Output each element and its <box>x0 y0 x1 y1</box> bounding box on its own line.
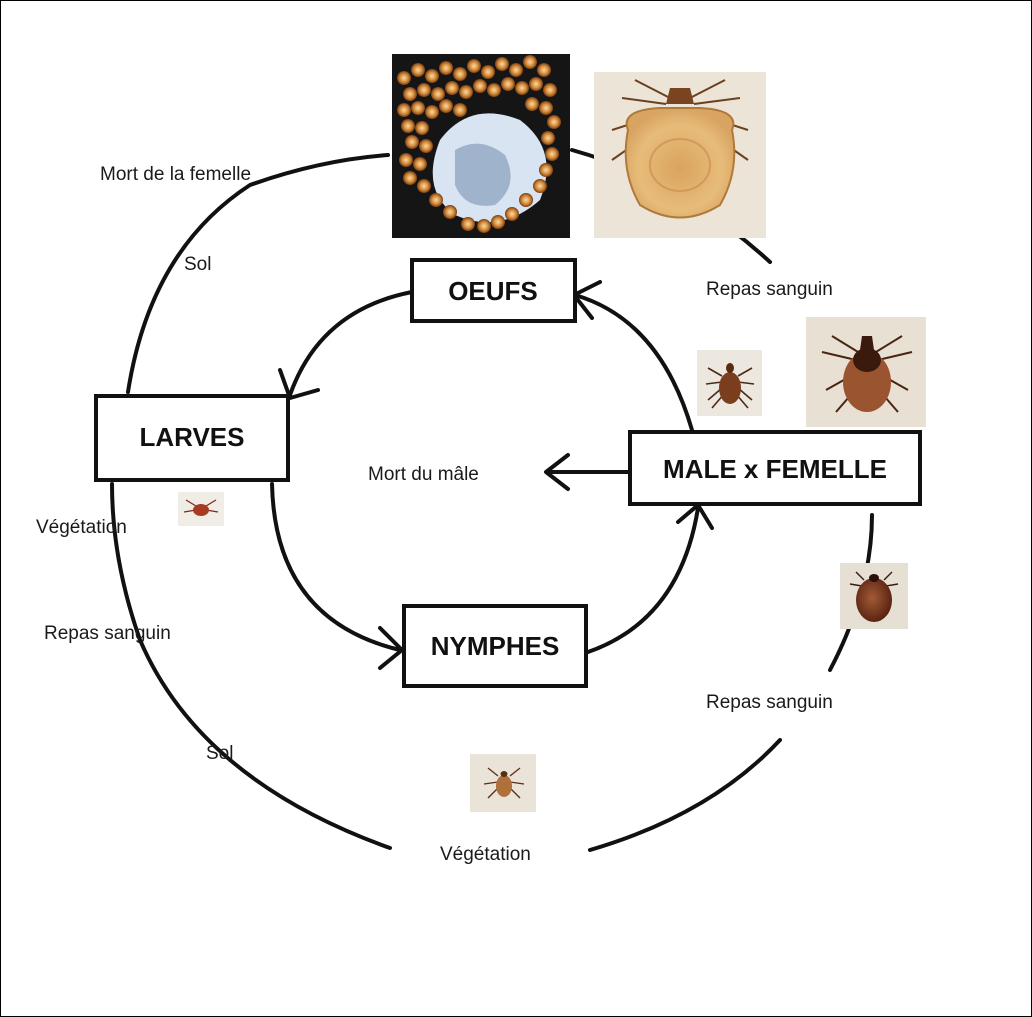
label-mort-femelle: Mort de la femelle <box>100 164 251 185</box>
label-vegetation-left: Végétation <box>36 517 127 538</box>
stage-nymphes: NYMPHES <box>404 606 586 686</box>
stage-adultes: MALE x FEMELLE <box>630 432 920 504</box>
label-sol-bottom: Sol <box>206 743 233 764</box>
arrow-oeufs-to-larves <box>290 292 412 395</box>
label-vegetation-bottom: Végétation <box>440 844 531 865</box>
outer-arc-left <box>112 484 390 848</box>
stage-adultes-label: MALE x FEMELLE <box>663 454 887 484</box>
nymph-tick-photo <box>470 754 536 812</box>
stage-larves-label: LARVES <box>140 422 245 452</box>
male-tick-photo <box>697 350 762 416</box>
outer-arc-bottom-right <box>590 740 780 850</box>
larva-tick-photo <box>178 492 224 526</box>
label-sol-top: Sol <box>184 254 211 275</box>
label-mort-male: Mort du mâle <box>368 464 479 485</box>
eggs-photo <box>392 54 570 238</box>
arrow-larves-to-nymphes <box>272 484 400 650</box>
engorged-nymph-photo <box>840 563 908 629</box>
stage-oeufs-label: OEUFS <box>448 276 538 306</box>
female-tick-photo <box>806 317 926 427</box>
stage-nymphes-label: NYMPHES <box>431 631 560 661</box>
stage-larves: LARVES <box>96 396 288 480</box>
label-repas-left: Repas sanguin <box>44 623 171 644</box>
arrow-nymphes-to-adultes <box>588 508 698 652</box>
engorged-female-photo <box>594 72 766 238</box>
arrow-adultes-to-oeufs <box>575 295 692 430</box>
label-repas-right-top: Repas sanguin <box>706 279 833 300</box>
label-repas-right-bottom: Repas sanguin <box>706 692 833 713</box>
outer-arc-top-left <box>128 155 388 392</box>
stage-oeufs: OEUFS <box>412 260 575 321</box>
